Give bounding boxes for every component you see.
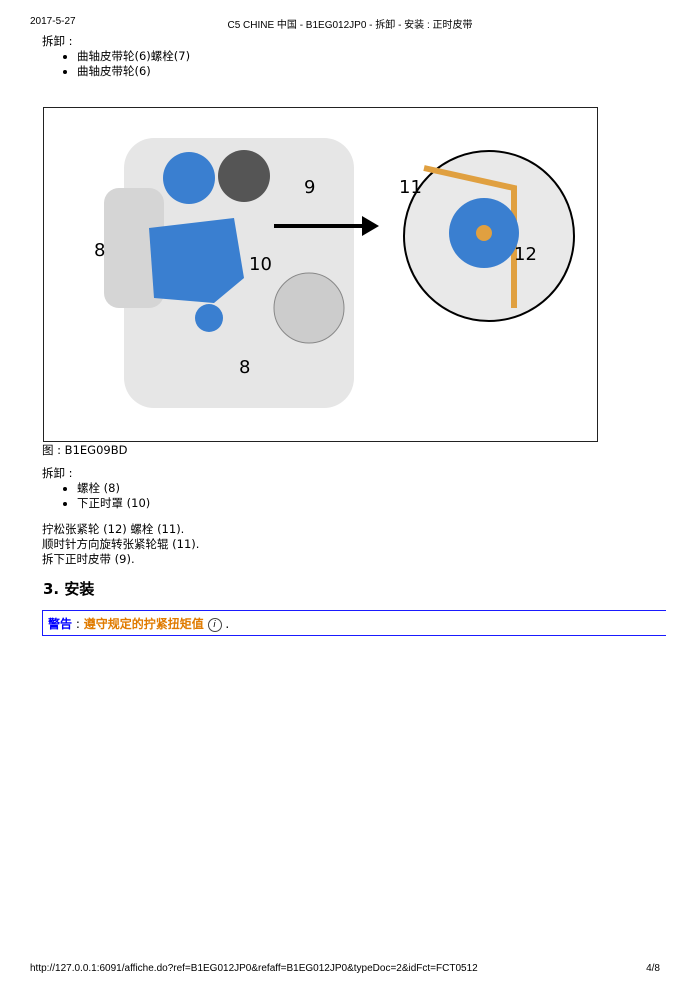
warning-label: 警告 xyxy=(48,617,73,631)
page-number: 4/8 xyxy=(646,963,660,974)
section-label: 拆卸 : xyxy=(42,466,73,480)
engine-illustration: 9 8 10 8 11 12 xyxy=(94,138,575,408)
warning-box: 警告 : 遵守规定的拧紧扭矩值 i . xyxy=(42,610,666,636)
list-item: 曲轴皮带轮(6)螺栓(7) xyxy=(77,49,190,64)
callout-label: 8 xyxy=(239,357,250,378)
section-removal-2: 拆卸 : 螺栓 (8) 下正时罩 (10) 拧松张紧轮 (12) 螺栓 (11)… xyxy=(42,466,199,567)
section-removal-1: 拆卸 : 曲轴皮带轮(6)螺栓(7) 曲轴皮带轮(6) xyxy=(42,34,190,79)
warning-link[interactable]: 遵守规定的拧紧扭矩值 xyxy=(83,617,204,631)
section-label: 拆卸 : xyxy=(42,34,73,48)
page-footer: http://127.0.0.1:6091/affiche.do?ref=B1E… xyxy=(30,963,660,974)
info-icon[interactable]: i xyxy=(207,617,222,632)
callout-label: 8 xyxy=(94,240,105,261)
list-item: 曲轴皮带轮(6) xyxy=(77,64,190,79)
callout-label: 10 xyxy=(249,254,272,275)
page-header: 2017-5-27 C5 CHINE 中国 - B1EG012JP0 - 拆卸 … xyxy=(30,16,670,31)
list-item: 螺栓 (8) xyxy=(77,481,199,496)
footer-url: http://127.0.0.1:6091/affiche.do?ref=B1E… xyxy=(30,963,478,974)
callout-label: 11 xyxy=(399,177,422,198)
warning-separator: : xyxy=(72,617,84,631)
callout-label: 12 xyxy=(514,244,537,265)
step: 拧松张紧轮 (12) 螺栓 (11). xyxy=(42,522,185,536)
callout-label: 9 xyxy=(304,177,315,198)
warning-end: . xyxy=(225,617,230,631)
header-date: 2017-5-27 xyxy=(30,16,76,27)
header-title: C5 CHINE 中国 - B1EG012JP0 - 拆卸 - 安装 : 正时皮… xyxy=(227,20,473,31)
step: 顺时针方向旋转张紧轮辊 (11). xyxy=(42,537,200,551)
install-heading: 3. 安装 xyxy=(43,580,95,598)
step: 拆下正时皮带 (9). xyxy=(42,552,135,566)
engine-diagram: 9 8 10 8 11 12 xyxy=(43,107,598,442)
figure-caption: 图 : B1EG09BD xyxy=(42,443,128,457)
list-item: 下正时罩 (10) xyxy=(77,496,199,511)
